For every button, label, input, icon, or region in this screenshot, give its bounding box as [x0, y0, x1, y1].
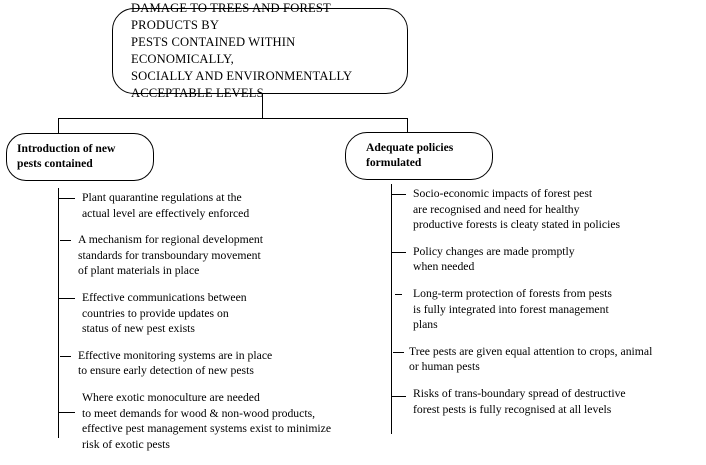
output-item: Long-term protection of forests from pes… — [391, 286, 701, 333]
output-label: Risks of trans-boundary spread of destru… — [413, 387, 626, 416]
goal-box: DAMAGE TO TREES AND FOREST PRODUCTS BY P… — [112, 1, 408, 100]
output-item: Policy changes are made promptly when ne… — [391, 244, 701, 275]
connector-branch-horizontal — [58, 118, 408, 119]
output-label: Effective communications between countri… — [82, 291, 247, 336]
output-item: Plant quarantine regulations at the actu… — [58, 190, 358, 221]
output-item: Socio-economic impacts of forest pest ar… — [391, 186, 701, 233]
connector-drop-left — [58, 118, 59, 135]
output-item: Effective monitoring systems are in plac… — [58, 348, 358, 379]
purpose-box-introduction-of-new-pests-contained: Introduction of new pests contained — [6, 133, 154, 181]
tick-marker-icon — [58, 198, 75, 199]
output-label: Long-term protection of forests from pes… — [413, 287, 612, 332]
connector-drop-right — [407, 118, 408, 134]
tick-marker-icon — [391, 396, 406, 398]
output-item: Effective communications between countri… — [58, 290, 358, 337]
tick-marker-icon — [395, 294, 402, 296]
tick-marker-icon — [58, 412, 75, 414]
output-label: Where exotic monoculture are needed to m… — [82, 391, 332, 451]
output-label: Socio-economic impacts of forest pest ar… — [413, 187, 621, 232]
output-item: Where exotic monoculture are needed to m… — [58, 390, 358, 452]
tick-marker-icon — [60, 240, 71, 242]
output-item: Tree pests are given equal attention to … — [391, 344, 701, 375]
output-label: Effective monitoring systems are in plac… — [78, 348, 273, 378]
output-item: Risks of trans-boundary spread of destru… — [391, 386, 701, 417]
connector-trunk-vertical — [262, 94, 263, 118]
output-list-left: Plant quarantine regulations at the actu… — [58, 190, 358, 464]
output-label: Tree pests are given equal attention to … — [409, 344, 653, 374]
tick-marker-icon — [391, 194, 406, 195]
connector-spine-left — [58, 188, 59, 438]
tick-marker-icon — [58, 298, 75, 300]
tick-marker-icon — [391, 251, 406, 253]
purpose-right-label: Adequate policies formulated — [366, 141, 454, 169]
output-label: Policy changes are made promptly when ne… — [413, 244, 575, 274]
connector-spine-right — [391, 184, 392, 434]
goal-label: DAMAGE TO TREES AND FOREST PRODUCTS BY P… — [131, 1, 353, 100]
tick-marker-icon — [60, 355, 71, 357]
output-item: A mechanism for regional development sta… — [58, 232, 358, 279]
output-list-right: Socio-economic impacts of forest pest ar… — [391, 186, 701, 428]
tick-marker-icon — [393, 351, 404, 353]
purpose-box-adequate-policies-formulated: Adequate policies formulated — [345, 132, 493, 180]
output-label: Plant quarantine regulations at the actu… — [82, 191, 250, 220]
output-label: A mechanism for regional development sta… — [78, 233, 263, 278]
purpose-left-label: Introduction of new pests contained — [17, 142, 116, 170]
